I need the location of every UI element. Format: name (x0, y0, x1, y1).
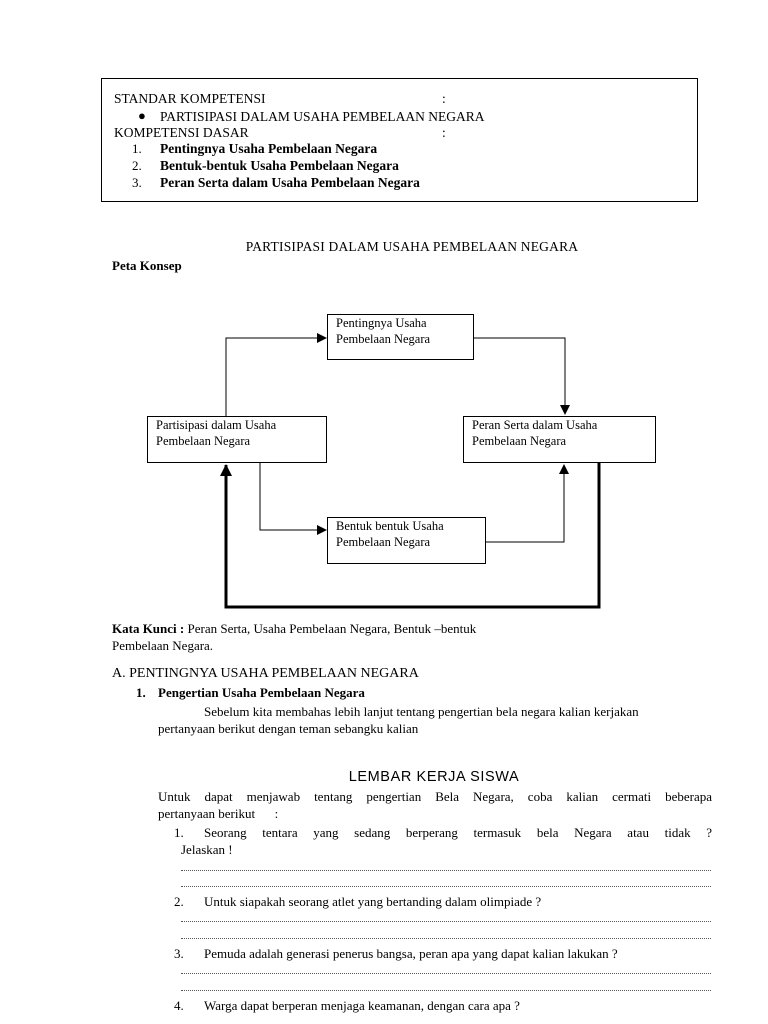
para-line-1: Sebelum kita membahas lebih lanjut tenta… (204, 704, 639, 719)
node-peran-serta: Peran Serta dalam Usaha Pembelaan Negara (463, 416, 656, 463)
answer-line[interactable] (181, 921, 711, 923)
arrow-left-to-top (225, 333, 327, 416)
kompetensi-colon: : (442, 125, 446, 140)
kd-item-2: Bentuk-bentuk Usaha Pembelaan Negara (160, 158, 399, 173)
node-bentuk-line2: Pembelaan Negara (336, 535, 431, 549)
kd-num-1: 1. (132, 141, 142, 156)
node-bentuk: Bentuk bentuk Usaha Pembelaan Negara (327, 517, 486, 564)
kd-num-2: 2. (132, 158, 142, 173)
subsection-num: 1. (136, 685, 146, 700)
lks-intro-line-2: pertanyaan berikut : (158, 806, 279, 821)
kata-kunci-label: Kata Kunci : (112, 621, 185, 636)
standar-item: PARTISIPASI DALAM USAHA PEMBELAAN NEGARA (160, 109, 485, 124)
answer-line[interactable] (181, 886, 711, 888)
para-line-2: pertanyaan berikut dengan teman sebangku… (158, 721, 419, 736)
node-peran-serta-line2: Pembelaan Negara (472, 434, 567, 448)
arrow-left-to-bottom (259, 463, 327, 535)
kompetensi-label: KOMPETENSI DASAR (114, 125, 249, 140)
answer-line[interactable] (181, 990, 711, 992)
question-4-line-1: Warga dapat berperan menjaga keamanan, d… (204, 998, 520, 1013)
standar-colon: : (442, 91, 446, 106)
competency-box: STANDAR KOMPETENSI : ● PARTISIPASI DALAM… (101, 78, 698, 202)
question-1-num: 1. (174, 825, 184, 840)
kata-kunci: Kata Kunci : Peran Serta, Usaha Pembelaa… (112, 620, 476, 637)
arrow-top-to-right (474, 337, 570, 415)
node-partisipasi-line1: Partisipasi dalam Usaha (156, 418, 277, 432)
lks-intro-line-1: Untuk dapat menjawab tentang pengertian … (158, 789, 712, 804)
section-a-heading: A. PENTINGNYA USAHA PEMBELAAN NEGARA (112, 666, 419, 681)
answer-line[interactable] (181, 938, 711, 940)
kata-kunci-text-2: Pembelaan Negara. (112, 638, 214, 653)
answer-line[interactable] (181, 870, 711, 872)
node-pentingnya: Pentingnya Usaha Pembelaan Negara (327, 314, 474, 360)
question-1-line-1: Seorang tentara yang sedang berperang te… (204, 825, 712, 840)
subsection-title: Pengertian Usaha Pembelaan Negara (158, 685, 365, 700)
page-title: PARTISIPASI DALAM USAHA PEMBELAAN NEGARA (245, 239, 579, 254)
kd-item-3: Peran Serta dalam Usaha Pembelaan Negara (160, 175, 420, 190)
kd-item-1: Pentingnya Usaha Pembelaan Negara (160, 141, 378, 156)
kata-kunci-text: Peran Serta, Usaha Pembelaan Negara, Ben… (187, 621, 477, 636)
question-3-num: 3. (174, 946, 184, 961)
bullet-icon: ● (138, 108, 146, 123)
question-2-num: 2. (174, 894, 184, 909)
question-1-line-2: Jelaskan ! (181, 842, 233, 857)
node-pentingnya-line2: Pembelaan Negara (336, 332, 431, 346)
node-partisipasi: Partisipasi dalam Usaha Pembelaan Negara (147, 416, 327, 463)
kd-num-3: 3. (132, 175, 142, 190)
standar-label: STANDAR KOMPETENSI (114, 91, 266, 106)
question-4-num: 4. (174, 998, 184, 1013)
node-partisipasi-line2: Pembelaan Negara (156, 434, 251, 448)
peta-konsep-label: Peta Konsep (112, 258, 182, 273)
node-pentingnya-line1: Pentingnya Usaha (336, 316, 427, 330)
question-2-line-1: Untuk siapakah seorang atlet yang bertan… (204, 894, 542, 909)
question-3-line-1: Pemuda adalah generasi penerus bangsa, p… (204, 946, 618, 961)
arrow-bottom-to-right (486, 464, 569, 543)
node-bentuk-line1: Bentuk bentuk Usaha (336, 519, 444, 533)
answer-line[interactable] (181, 973, 711, 975)
node-peran-serta-line1: Peran Serta dalam Usaha (472, 418, 598, 432)
arrow-right-to-left-loop (220, 463, 601, 609)
lks-title: LEMBAR KERJA SISWA (348, 769, 520, 785)
